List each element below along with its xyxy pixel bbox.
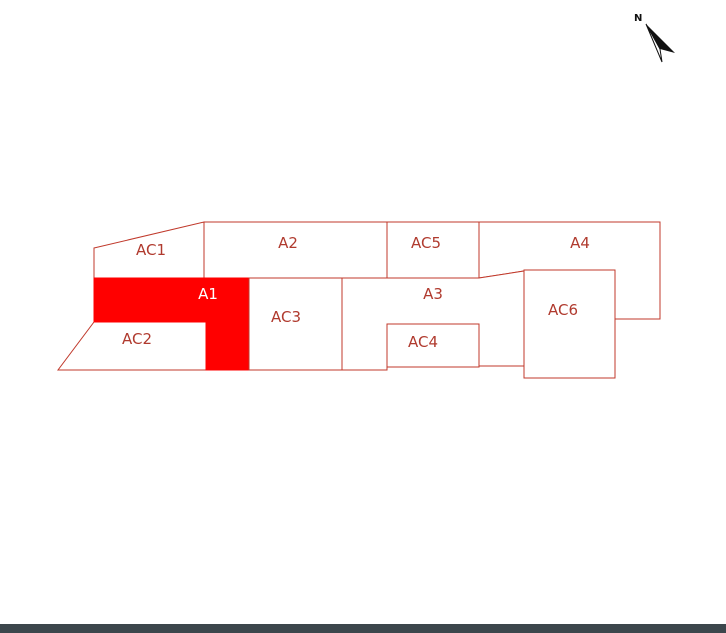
unit-AC1[interactable]: AC1 xyxy=(93,221,205,279)
unit-A2[interactable]: A2 xyxy=(203,221,388,279)
unit-AC4[interactable]: AC4 xyxy=(386,323,480,368)
unit-label-AC1: AC1 xyxy=(136,241,166,259)
unit-AC6[interactable]: AC6 xyxy=(523,269,616,379)
north-label: N xyxy=(634,13,642,24)
unit-label-AC4: AC4 xyxy=(408,333,438,351)
unit-label-A2: A2 xyxy=(278,234,298,252)
unit-label-AC6: AC6 xyxy=(548,301,578,319)
unit-label-AC3: AC3 xyxy=(271,308,301,326)
unit-label-A1: A1 xyxy=(198,285,218,303)
unit-AC3[interactable]: AC3 xyxy=(248,277,343,371)
bottom-status-bar xyxy=(0,624,726,633)
unit-label-AC2: AC2 xyxy=(122,330,152,348)
unit-AC2[interactable]: AC2 xyxy=(57,321,207,371)
north-arrow-icon: N xyxy=(634,13,675,63)
unit-label-A3: A3 xyxy=(423,285,443,303)
unit-label-AC5: AC5 xyxy=(411,234,441,252)
unit-AC5[interactable]: AC5 xyxy=(386,221,480,279)
unit-label-A4: A4 xyxy=(570,234,590,252)
